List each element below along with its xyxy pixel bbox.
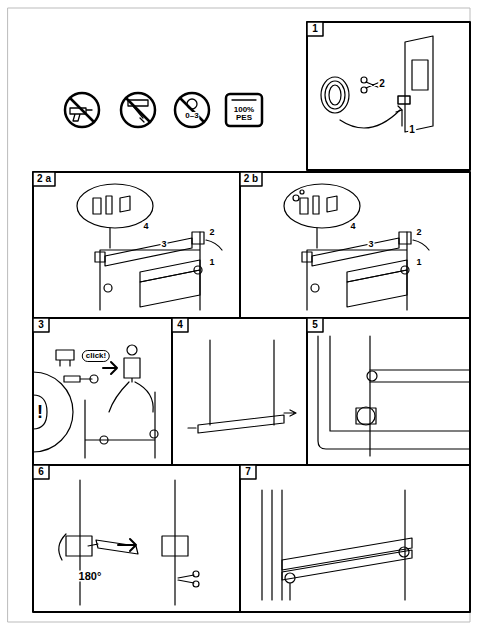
callout-number: 2 [415,228,422,237]
step-number: 3 [38,320,44,330]
callout-number: 4 [142,222,149,231]
step-number: 2 b [244,174,258,184]
warning-mark: ! [36,403,44,421]
step-number: 6 [38,467,44,477]
callout-number: 3 [160,240,167,249]
rotation-text: 180° [78,571,103,582]
callout-number: 1 [208,258,215,267]
step-number: 1 [312,24,318,34]
callout-number: 2 [208,228,215,237]
callout-number: 1 [408,125,416,135]
callout-number: 2 [378,79,386,89]
callout-number: 3 [367,240,374,249]
step-number: 4 [177,320,183,330]
callout-number: 4 [349,222,356,231]
material-text: 100% PES [228,106,260,122]
step-number: 2 a [37,174,51,184]
step-number: 5 [312,320,318,330]
callout-number: 1 [415,258,422,267]
step-number: 7 [245,467,251,477]
age-text: 0–3 [184,112,199,120]
click-text: click! [82,350,110,362]
